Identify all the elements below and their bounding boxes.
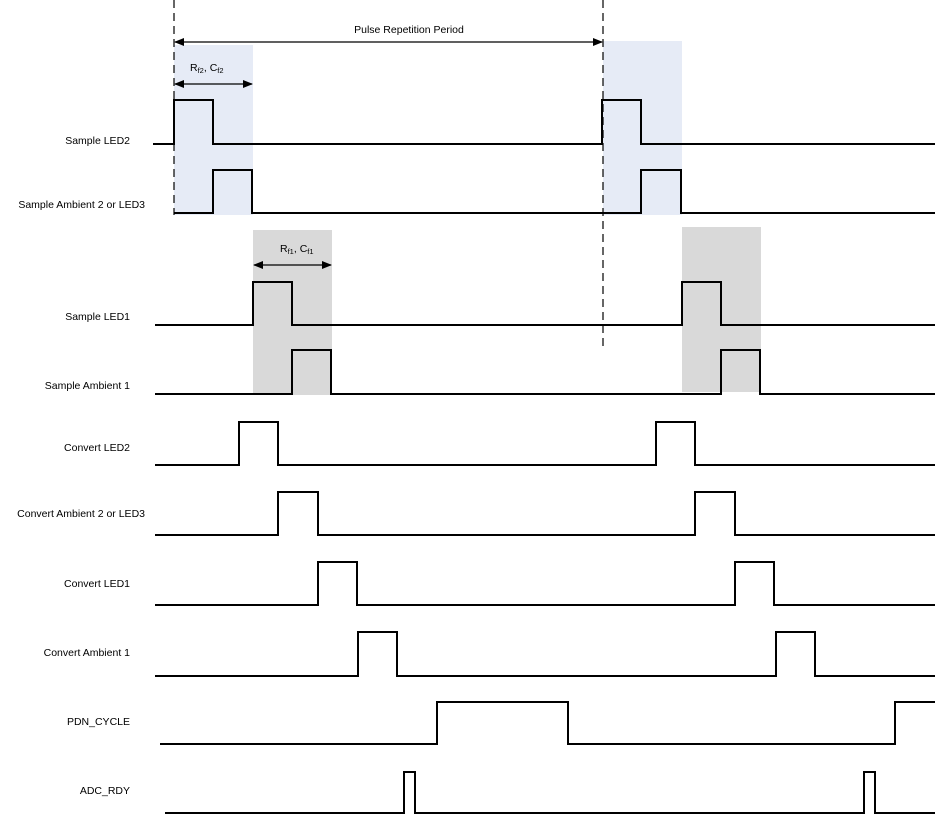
rc1-label: Rf1, Cf1 bbox=[280, 243, 314, 256]
signal-label-convert-ambient1: Convert Ambient 1 bbox=[44, 647, 131, 659]
waveform-adc-rdy bbox=[165, 771, 935, 814]
signal-label-adc-rdy: ADC_RDY bbox=[80, 785, 130, 797]
waveform-convert-led2 bbox=[155, 421, 935, 466]
waveform-sample-led2 bbox=[153, 99, 935, 145]
signal-label-convert-led2: Convert LED2 bbox=[64, 442, 130, 454]
signal-label-sample-ambient2: Sample Ambient 2 or LED3 bbox=[18, 199, 145, 211]
signal-label-sample-led2: Sample LED2 bbox=[65, 135, 130, 147]
waveform-convert-ambient1 bbox=[155, 631, 935, 677]
waveform-sample-ambient2 bbox=[174, 169, 935, 214]
led2-window-shade-2 bbox=[603, 41, 682, 215]
signal-label-pdn-cycle: PDN_CYCLE bbox=[67, 716, 130, 728]
signal-label-convert-ambient2: Convert Ambient 2 or LED3 bbox=[17, 508, 145, 520]
waveform-convert-ambient2 bbox=[155, 491, 935, 536]
signal-label-sample-ambient1: Sample Ambient 1 bbox=[45, 380, 130, 392]
waveform-convert-led1 bbox=[155, 561, 935, 606]
rc2-label: Rf2, Cf2 bbox=[190, 62, 224, 75]
signal-label-sample-led1: Sample LED1 bbox=[65, 311, 130, 323]
period-label: Pulse Repetition Period bbox=[354, 24, 464, 36]
signal-label-convert-led1: Convert LED1 bbox=[64, 578, 130, 590]
waveform-pdn-cycle bbox=[160, 701, 935, 745]
waveform-sample-ambient1 bbox=[155, 349, 935, 395]
waveform-sample-led1 bbox=[155, 281, 935, 326]
